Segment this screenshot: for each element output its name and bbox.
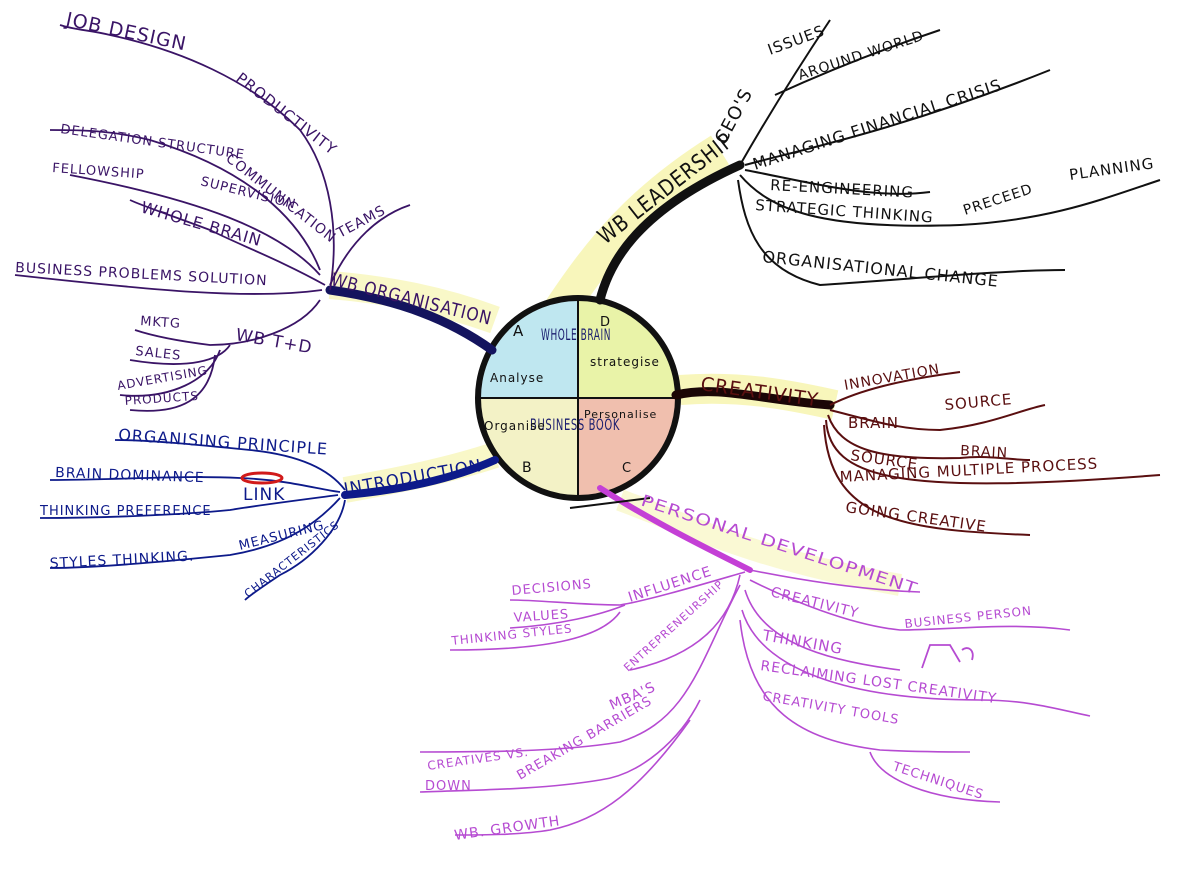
introduction-organising-principle: ORGANISING PRINCIPLE: [118, 425, 329, 459]
introduction-styles-thinking: STYLES THINKING.: [49, 548, 194, 572]
central-title-bottom: BUSINESS BOOK: [530, 415, 620, 434]
personal-thinking-styles: THINKING STYLES: [450, 621, 573, 648]
quadrant-a-letter: A: [513, 322, 524, 340]
quadrant-d-word: strategise: [590, 355, 660, 369]
personal-decisions: DECISIONS: [511, 577, 592, 599]
quadrant-d-letter: D: [600, 315, 611, 330]
organisation-job-design: JOB DESIGN: [63, 8, 189, 55]
personal-techniques: TECHNIQUES: [890, 759, 986, 803]
organisation-mktg: MKTG: [140, 314, 182, 332]
leadership-label: WB LEADERSHIP: [593, 128, 738, 249]
creativity-branch: [823, 371, 1161, 536]
leadership-branch: [737, 19, 1161, 287]
leadership-trunk: [595, 160, 745, 305]
personal-branch: [419, 569, 1091, 836]
creativity-going-creative: GOING CREATIVE: [844, 498, 987, 536]
central-title-top: WHOLE BRAIN: [541, 325, 611, 344]
quadrant-b-word: Organise: [484, 419, 546, 433]
leadership-preceed: PRECEED: [961, 181, 1035, 219]
personal-creatives-vs: CREATIVES VS.: [426, 745, 529, 773]
introduction-thinking-preference: THINKING PREFERENCE: [39, 504, 212, 519]
quadrant-d: [578, 298, 678, 398]
centre-underline: [569, 497, 651, 509]
quadrant-c-letter: C: [622, 461, 632, 476]
introduction-label: INTRODUCTION: [342, 456, 483, 500]
quadrant-c-word: Personalise: [584, 408, 657, 421]
creativity-trunk: [671, 387, 835, 410]
creativity-brain-2: BRAIN: [960, 443, 1009, 461]
personal-arrow-doodle: [921, 644, 974, 669]
organisation-fellowship: FELLOWSHIP: [52, 161, 145, 182]
leadership-issues: ISSUES: [765, 22, 827, 59]
personal-highlight: [616, 489, 902, 596]
organisation-highlight: [328, 271, 500, 334]
organisation-business-problems-solution: BUSINESS PROBLEMS SOLUTION: [15, 260, 268, 289]
personal-breaking-barriers: BREAKING BARRIERS: [515, 694, 655, 784]
organisation-wb-td: WB T+D: [234, 325, 314, 358]
personal-values: VALUES: [513, 607, 569, 626]
personal-trunk: [597, 485, 753, 573]
organisation-branch: [14, 24, 411, 412]
organisation-productivity: PRODUCTIVITY: [233, 69, 341, 159]
quadrant-b-letter: B: [522, 460, 533, 476]
central-node: A D B C WHOLE BRAIN Analyse strategise B…: [475, 295, 681, 501]
creativity-brain-1: BRAIN: [848, 414, 899, 432]
leadership-planning: PLANNING: [1068, 154, 1155, 184]
personal-wb-growth: WB. GROWTH: [453, 813, 561, 844]
leadership-highlight: [545, 135, 730, 320]
creativity-innovation: INNOVATION: [843, 361, 942, 394]
organisation-delegation-structure: DELEGATION STRUCTURE: [59, 122, 245, 163]
introduction-brain-dominance: BRAIN DOMINANCE: [55, 465, 205, 486]
personal-down: DOWN: [425, 779, 472, 794]
introduction-link: LINK: [243, 485, 285, 505]
leadership-organisational-change: ORGANISATIONAL CHANGE: [762, 247, 1000, 291]
introduction-trunk: [341, 456, 499, 499]
organisation-trunk: [325, 285, 497, 355]
creativity-source-1: SOURCE: [944, 390, 1013, 414]
quadrant-a-word: Analyse: [490, 371, 544, 385]
leadership-ceos: CEO'S: [711, 85, 757, 147]
personal-creativity-1: CREATIVITY: [769, 584, 861, 621]
introduction-branch: [39, 439, 346, 601]
link-marker: [240, 471, 284, 485]
organisation-products: PRODUCTS: [124, 389, 199, 408]
personal-creativity-tools: CREATIVITY TOOLS: [761, 689, 900, 728]
introduction-highlight: [342, 442, 500, 503]
organisation-sales: SALES: [135, 344, 182, 364]
